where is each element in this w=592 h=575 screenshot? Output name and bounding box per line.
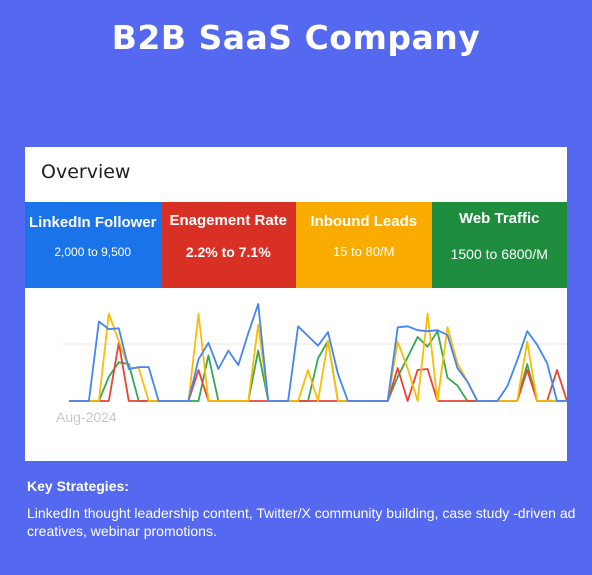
kpi-value: 1500 to 6800/M — [450, 246, 548, 262]
overview-title: Overview — [41, 161, 131, 183]
x-tick-label: Aug-2024 — [56, 409, 117, 425]
page-title: B2B SaaS Company — [111, 18, 481, 57]
kpi-value: 15 to 80/M — [333, 244, 395, 259]
overview-card: Overview LinkedIn Follower 2,000 to 9,50… — [25, 147, 567, 461]
strategies-title: Key Strategies: — [27, 478, 129, 494]
kpi-engagement-rate: Enagement Rate 2.2% to 7.1% — [160, 202, 296, 288]
strategies-text: LinkedIn thought leadership content, Twi… — [27, 505, 576, 539]
kpi-label: Web Traffic — [458, 210, 540, 227]
kpi-value: 2,000 to 9,500 — [54, 245, 132, 259]
kpi-row: LinkedIn Follower 2,000 to 9,500 Enageme… — [25, 202, 567, 288]
kpi-value: 2.2% to 7.1% — [185, 244, 271, 260]
series-line — [69, 330, 567, 402]
series-line — [69, 341, 567, 402]
key-strategies: Key Strategies: LinkedIn thought leaders… — [27, 478, 592, 540]
kpi-label: Inbound Leads — [310, 213, 418, 230]
kpi-label: LinkedIn Follower — [28, 214, 157, 231]
kpi-label: Enagement Rate — [169, 212, 288, 229]
kpi-web-traffic: Web Traffic 1500 to 6800/M — [431, 202, 567, 288]
kpi-inbound-leads: Inbound Leads 15 to 80/M — [296, 202, 432, 288]
kpi-linkedin-follower: LinkedIn Follower 2,000 to 9,500 — [25, 202, 161, 288]
series-line — [69, 303, 567, 402]
line-chart: Aug-2024 — [56, 303, 567, 425]
